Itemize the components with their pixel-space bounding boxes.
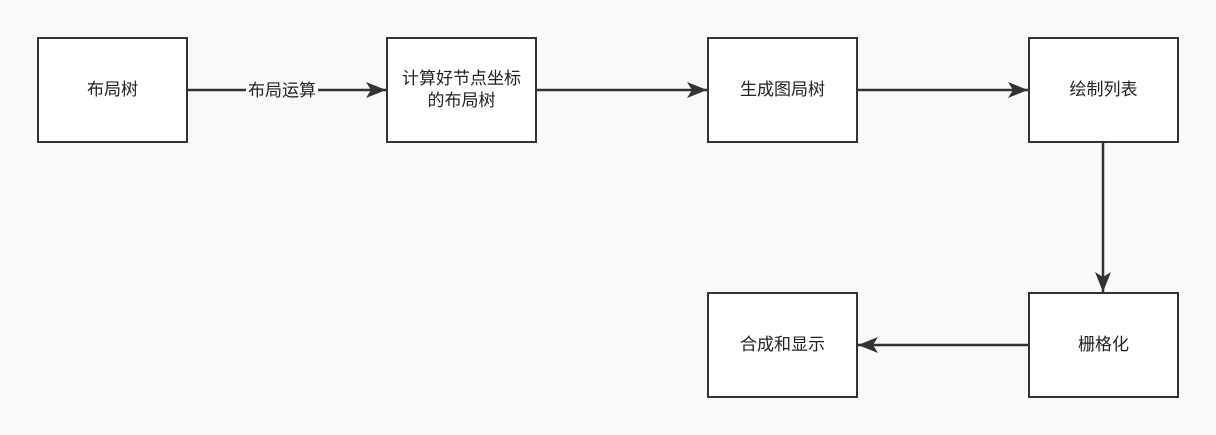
edge-label-layout-op: 布局运算 <box>246 80 318 102</box>
node-composite-display: 合成和显示 <box>707 292 858 398</box>
node-rasterize: 栅格化 <box>1028 292 1179 398</box>
node-computed-layout-tree: 计算好节点坐标的布局树 <box>386 37 537 143</box>
node-paint-list: 绘制列表 <box>1028 37 1179 143</box>
node-layer-tree: 生成图局树 <box>707 37 858 143</box>
node-layout-tree: 布局树 <box>37 37 188 143</box>
